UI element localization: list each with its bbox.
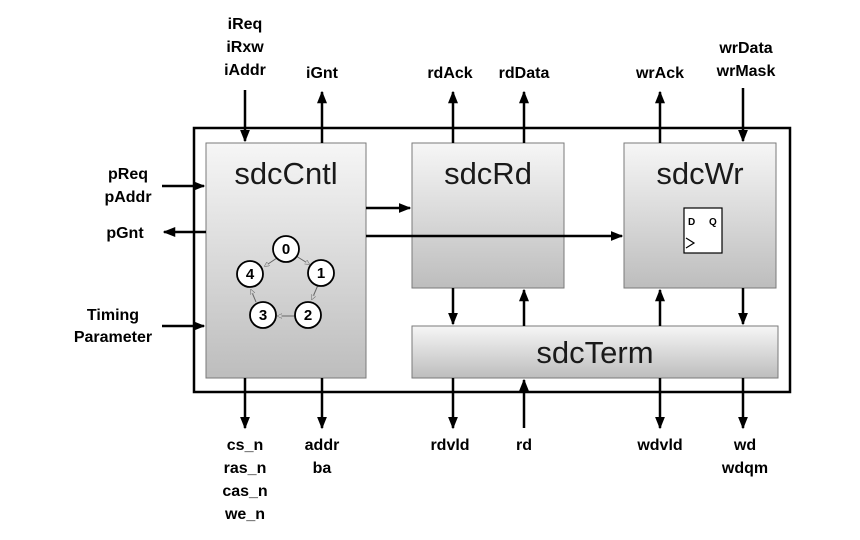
svg-text:3: 3: [259, 307, 267, 324]
signal-wrack: wrAck: [635, 65, 684, 82]
signal-parameter: Parameter: [74, 329, 152, 346]
signal-wrdata: wrData: [718, 40, 772, 57]
signal-wrmask: wrMask: [716, 63, 776, 80]
signal-cas-n: cas_n: [222, 483, 267, 500]
state-4: 4: [236, 260, 264, 288]
sdcterm-label: sdcTerm: [536, 335, 653, 370]
signal-ireq: iReq: [228, 16, 263, 33]
state-machine: 0 1 2 3 4: [236, 235, 335, 329]
signal-rdvld: rdvld: [430, 437, 469, 454]
signal-rddata: rdData: [499, 65, 550, 82]
flipflop-d-label: D: [688, 217, 695, 228]
sdcwr-label: sdcWr: [656, 156, 743, 191]
state-0: 0: [272, 235, 300, 263]
svg-text:0: 0: [282, 241, 290, 258]
sdcrd-block: sdcRd: [411, 142, 565, 289]
sdcrd-label: sdcRd: [444, 156, 532, 191]
signal-wdqm: wdqm: [721, 460, 768, 477]
signal-rd: rd: [516, 437, 532, 454]
signal-addr: addr: [305, 437, 340, 454]
signal-ras-n: ras_n: [224, 460, 267, 477]
signal-iaddr: iAddr: [224, 62, 266, 79]
svg-text:2: 2: [304, 307, 312, 324]
signal-wd: wd: [733, 437, 756, 454]
svg-text:4: 4: [246, 266, 255, 283]
signal-we-n: we_n: [224, 506, 265, 523]
signal-rdack: rdAck: [427, 65, 472, 82]
signal-preq: pReq: [108, 166, 148, 183]
signal-ignt: iGnt: [306, 65, 339, 82]
signal-cs-n: cs_n: [227, 437, 263, 454]
sdcterm-block: sdcTerm: [411, 325, 779, 379]
signal-ba: ba: [313, 460, 332, 477]
flipflop-q-label: Q: [709, 217, 717, 228]
flipflop-icon: D Q: [683, 207, 723, 254]
signal-pgnt: pGnt: [106, 225, 144, 242]
svg-text:1: 1: [317, 265, 325, 282]
state-1: 1: [307, 259, 335, 287]
state-3: 3: [249, 301, 277, 329]
sdccntl-label: sdcCntl: [234, 156, 337, 191]
signal-timing: Timing: [87, 307, 139, 324]
signal-paddr: pAddr: [104, 189, 151, 206]
signal-irxw: iRxw: [226, 39, 264, 56]
state-2: 2: [294, 301, 322, 329]
signal-wdvld: wdvld: [636, 437, 682, 454]
